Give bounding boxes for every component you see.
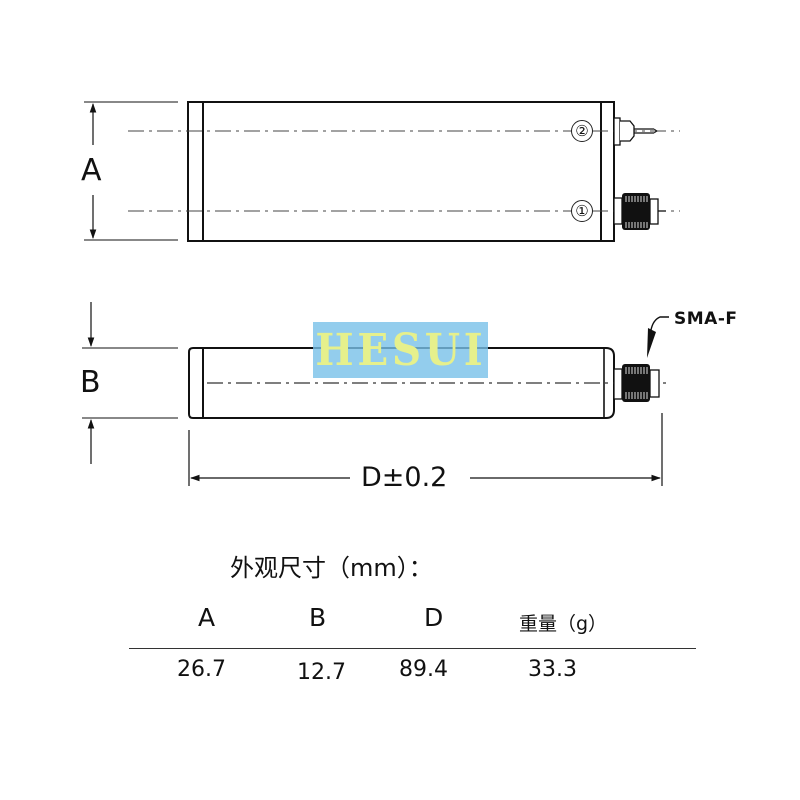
watermark-text: HESUI bbox=[315, 324, 486, 376]
port-marker-2: ② bbox=[571, 120, 593, 142]
spec-table-title: 外观尺寸（mm）： bbox=[230, 554, 433, 582]
table-divider bbox=[129, 648, 696, 649]
watermark: HESUI bbox=[313, 322, 488, 378]
dimension-label-b: B bbox=[80, 365, 101, 400]
table-header-a: A bbox=[198, 603, 216, 632]
port-marker-1: ① bbox=[571, 200, 593, 222]
table-value-b: 12.7 bbox=[297, 660, 346, 685]
table-value-d: 89.4 bbox=[399, 657, 448, 682]
connector-label: SMA-F bbox=[674, 309, 738, 329]
dimension-label-a: A bbox=[81, 153, 102, 188]
length-dimension-label: D±0.2 bbox=[355, 464, 454, 491]
table-header-weight: 重量（g） bbox=[519, 613, 608, 635]
table-value-a: 26.7 bbox=[177, 657, 226, 682]
side-view bbox=[82, 302, 669, 486]
table-header-d: D bbox=[424, 603, 444, 632]
table-header-b: B bbox=[309, 603, 327, 632]
table-value-weight: 33.3 bbox=[528, 657, 577, 682]
top-view bbox=[84, 101, 680, 242]
